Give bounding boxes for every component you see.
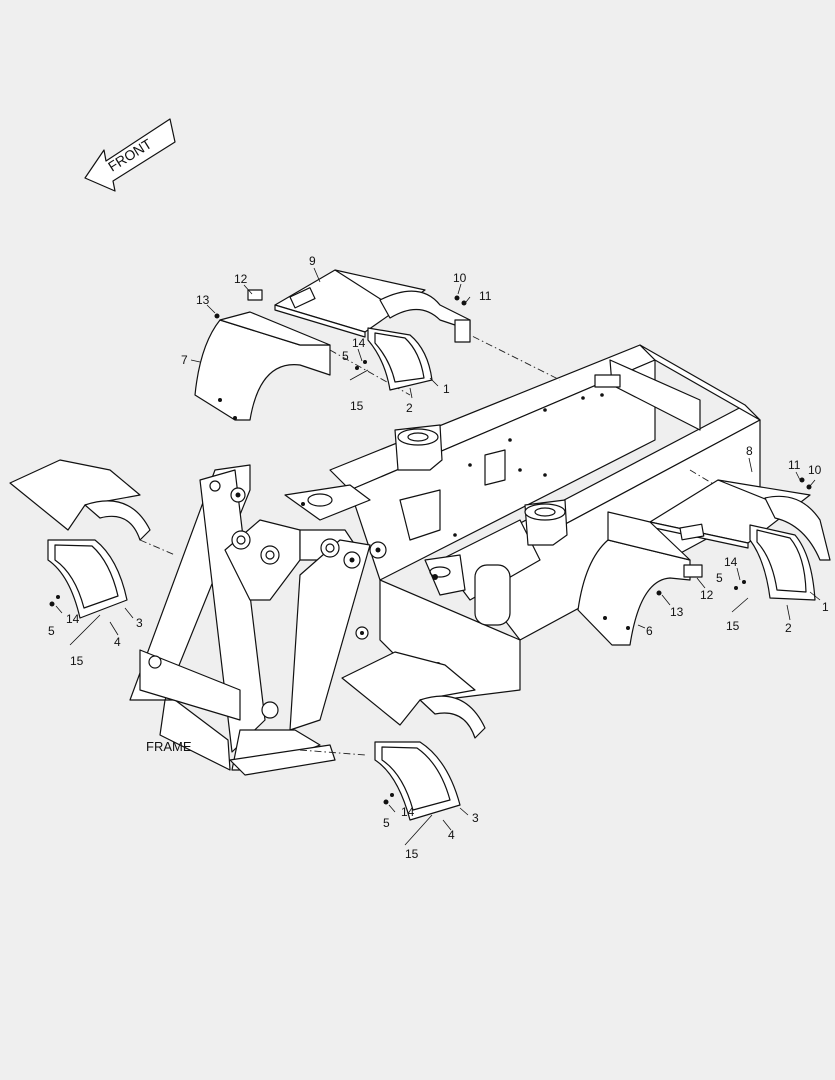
front-right-fender [341, 651, 476, 726]
callout-6: 6 [646, 624, 653, 638]
front-left-fender-group: 5 14 3 4 15 [9, 459, 151, 668]
callout-12: 12 [234, 272, 248, 286]
callout-9: 9 [309, 254, 316, 268]
rear-right-fender-group: 8 11 10 14 5 1 2 13 12 6 15 [577, 444, 831, 646]
callout-12: 12 [700, 588, 714, 602]
front-left-fender [9, 459, 141, 531]
callout-14: 14 [401, 805, 415, 819]
front-direction-arrow: FRONT [84, 118, 176, 192]
callout-7: 7 [181, 353, 188, 367]
callout-4: 4 [448, 828, 455, 842]
callout-13: 13 [196, 293, 210, 307]
callout-15: 15 [350, 399, 364, 413]
callout-1: 1 [822, 600, 829, 614]
callout-13: 13 [670, 605, 684, 619]
front-left-mud-guard [47, 539, 128, 619]
callout-15: 15 [405, 847, 419, 861]
callout-5: 5 [48, 624, 55, 638]
callout-11: 11 [788, 458, 801, 472]
mud-guard-2-right [749, 524, 816, 601]
callout-14: 14 [66, 612, 80, 626]
callout-14: 14 [724, 555, 738, 569]
callout-5: 5 [342, 349, 349, 363]
callout-1: 1 [443, 382, 450, 396]
callout-5: 5 [716, 571, 723, 585]
callout-5: 5 [383, 816, 390, 830]
callout-2: 2 [406, 401, 413, 415]
callout-11: 11 [479, 289, 492, 303]
callout-15: 15 [726, 619, 740, 633]
callout-14: 14 [352, 336, 366, 350]
callout-10: 10 [453, 271, 467, 285]
callout-3: 3 [136, 616, 143, 630]
callout-10: 10 [808, 463, 822, 477]
callout-4: 4 [114, 635, 121, 649]
callout-2: 2 [785, 621, 792, 635]
frame-label: FRAME [146, 739, 192, 754]
front-right-mud-guard [374, 741, 461, 821]
fender-7 [194, 319, 331, 421]
callout-15: 15 [70, 654, 84, 668]
callout-3: 3 [472, 811, 479, 825]
callout-8: 8 [746, 444, 753, 458]
front-right-fender-group: 5 14 3 4 15 [341, 651, 486, 861]
rear-left-fender-group: 9 12 13 7 10 11 14 5 1 2 15 [181, 254, 492, 421]
mud-guard-2 [367, 327, 433, 391]
